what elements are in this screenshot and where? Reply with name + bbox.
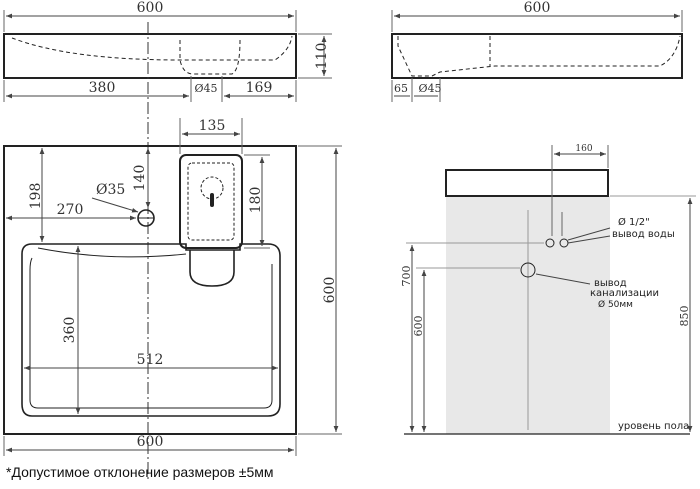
water-pipe-1: [545, 238, 555, 248]
front-outline: [3, 33, 297, 79]
dim-169: 169: [246, 80, 273, 96]
basin-inner: [29, 257, 273, 409]
dim-160: 160: [575, 144, 592, 154]
dim-hole-dia: Ø35: [96, 182, 125, 198]
dim-135: 135: [199, 118, 226, 134]
drain-outlet-label-2: канализации: [590, 288, 659, 299]
dim-850: 850: [678, 306, 691, 327]
dim-140: 140: [132, 165, 148, 192]
dim-drain-dia-side: Ø45: [418, 82, 441, 95]
drain-outlet-label-1: вывод: [594, 278, 627, 289]
basin-outline: [21, 243, 281, 417]
tap-platform: [179, 154, 243, 249]
tap-platform-inner: [187, 162, 235, 241]
dim-180: 180: [248, 187, 264, 214]
dim-top-width: 600: [137, 0, 164, 16]
dim-plan-depth: 600: [322, 277, 338, 304]
side-view: 600 65 Ø45: [391, 0, 683, 102]
plan-outline: [3, 145, 297, 435]
front-drain-hidden: [179, 39, 241, 75]
drain-pipe: [520, 262, 536, 278]
overflow-drain: [189, 250, 235, 287]
side-basin-hidden: [397, 35, 681, 77]
side-outline: [391, 33, 683, 79]
installation-view: 160 Ø 1/2" вывод воды вывод канализации …: [400, 144, 696, 435]
tolerance-note: *Допустимое отклонение размеров ±5мм: [6, 464, 274, 480]
tap-slot: [210, 193, 214, 207]
front-view: 600 110 380 Ø45 169: [3, 0, 332, 480]
side-basin: [445, 169, 609, 197]
water-pipe-dia: Ø 1/2": [618, 216, 650, 228]
drain-dia-label: Ø 50мм: [598, 299, 633, 310]
dim-bottom-width: 600: [137, 434, 164, 450]
plan-view: 135 198 140 Ø35 270 180 600 360 512 600: [3, 118, 342, 456]
floor-level-label: уровень пола: [618, 421, 689, 432]
dim-65: 65: [394, 82, 408, 95]
dim-512: 512: [137, 352, 164, 368]
front-basin-hidden: [11, 35, 293, 61]
dim-600-height: 600: [412, 316, 425, 337]
dim-drain-dia-front: Ø45: [194, 82, 217, 95]
dim-380: 380: [89, 80, 116, 96]
dim-700: 700: [400, 266, 413, 287]
dim-side-width: 600: [524, 0, 551, 16]
dim-270: 270: [57, 202, 84, 218]
dim-360: 360: [62, 317, 78, 344]
water-outlet-label: вывод воды: [612, 229, 675, 240]
dim-height-110: 110: [314, 43, 330, 70]
dim-198: 198: [28, 183, 44, 210]
